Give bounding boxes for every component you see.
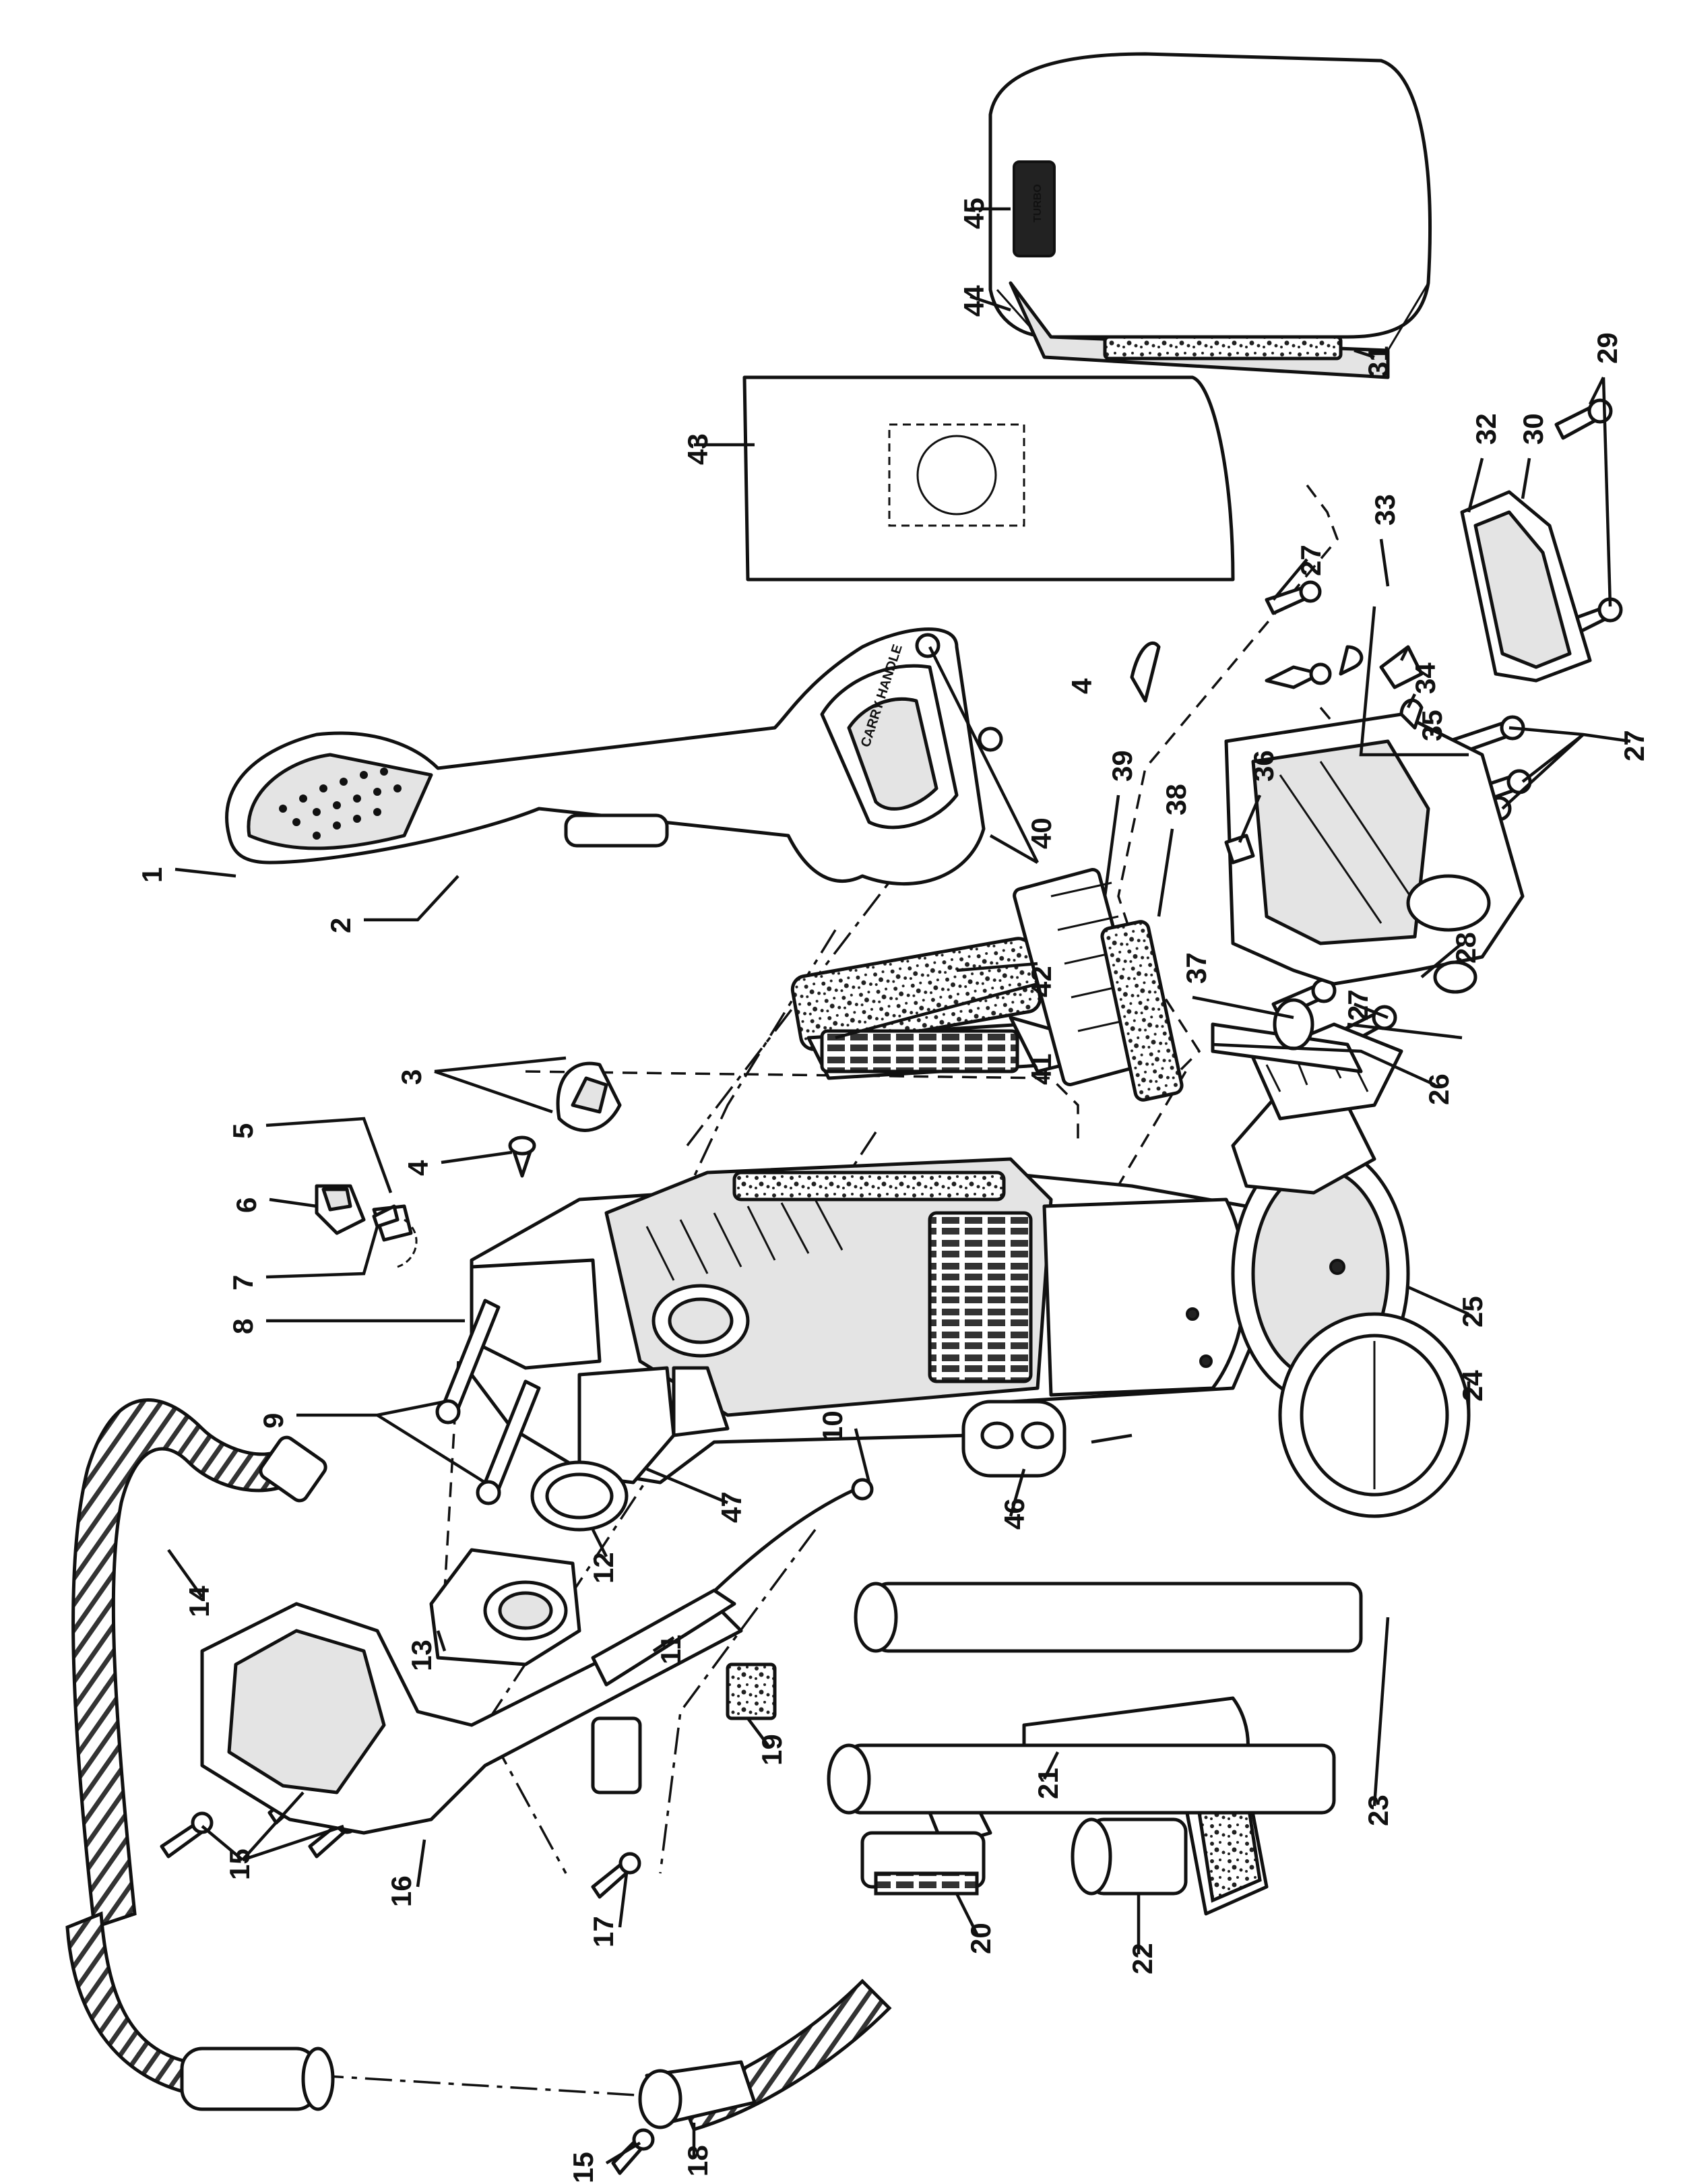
bumper-part xyxy=(1460,490,1592,683)
callout-46: 46 xyxy=(998,1498,1030,1530)
callout-18: 18 xyxy=(682,2145,713,2177)
callout-39: 39 xyxy=(1106,750,1138,782)
callout-45: 45 xyxy=(958,197,990,229)
callout-32: 32 xyxy=(1470,413,1502,445)
callout-10: 10 xyxy=(817,1410,848,1442)
callout-labels: 1 2 3 4 4 5 6 7 8 9 10 11 12 13 14 15 15… xyxy=(136,197,1650,2183)
cover-part: TURBO xyxy=(988,52,1432,379)
callout-35: 35 xyxy=(1416,710,1448,741)
callout-22: 22 xyxy=(1126,1943,1158,1974)
callout-15a: 15 xyxy=(224,1848,255,1880)
callout-34: 34 xyxy=(1409,662,1441,694)
callout-43: 43 xyxy=(682,433,713,465)
callout-3: 3 xyxy=(395,1069,427,1085)
callout-4a: 4 xyxy=(402,1160,434,1176)
callout-27a: 27 xyxy=(1295,544,1327,576)
nozzle-base-part xyxy=(1224,645,1525,994)
callout-8: 8 xyxy=(227,1319,259,1334)
body-ribs xyxy=(645,1199,844,1281)
bag-part xyxy=(742,375,1235,582)
callout-6: 6 xyxy=(230,1197,262,1213)
callout-17: 17 xyxy=(587,1916,619,1947)
callout-27b: 27 xyxy=(1618,730,1650,761)
callout-7: 7 xyxy=(227,1275,259,1290)
cover-badge: TURBO xyxy=(1032,184,1044,222)
attachment-parts xyxy=(638,1582,1363,2132)
main-body-part xyxy=(470,1157,1255,1485)
hose-part xyxy=(65,1398,335,2111)
callout-40: 40 xyxy=(1025,817,1057,849)
callout-14: 14 xyxy=(183,1586,215,1617)
callout-36: 36 xyxy=(1248,750,1279,782)
callout-38: 38 xyxy=(1160,784,1192,815)
leader-lines xyxy=(167,207,1631,2164)
callout-33: 33 xyxy=(1369,494,1401,526)
callout-2: 2 xyxy=(325,918,356,933)
callout-27c: 27 xyxy=(1342,989,1374,1021)
callout-15b: 15 xyxy=(567,2152,599,2183)
small-fittings xyxy=(429,1061,874,1666)
handle-part: CARRY HANDLE xyxy=(225,627,1003,886)
callout-23: 23 xyxy=(1362,1795,1394,1826)
callout-44: 44 xyxy=(958,285,990,317)
callout-16: 16 xyxy=(385,1875,417,1907)
callout-24: 24 xyxy=(1457,1370,1488,1402)
switch-parts xyxy=(315,1184,418,1268)
callout-12: 12 xyxy=(587,1552,619,1584)
callout-13: 13 xyxy=(406,1640,437,1671)
callout-26: 26 xyxy=(1423,1073,1455,1105)
handle-grip-dots xyxy=(279,768,402,840)
callout-19: 19 xyxy=(756,1734,788,1766)
callout-1: 1 xyxy=(136,867,168,883)
callout-28: 28 xyxy=(1450,932,1482,964)
callout-42: 42 xyxy=(1025,966,1057,997)
callout-9: 9 xyxy=(257,1413,289,1429)
callout-29: 29 xyxy=(1591,332,1623,364)
callout-47: 47 xyxy=(715,1491,747,1523)
callout-4b: 4 xyxy=(1066,678,1097,694)
callout-30: 30 xyxy=(1517,413,1549,445)
bottom-plate-part xyxy=(200,1588,743,1835)
callout-5: 5 xyxy=(227,1123,259,1139)
callout-31: 31 xyxy=(1362,346,1394,377)
callout-25: 25 xyxy=(1457,1296,1488,1328)
callout-21: 21 xyxy=(1032,1768,1064,1799)
callout-11: 11 xyxy=(655,1635,687,1664)
filter-parts xyxy=(726,868,1184,1720)
callout-41: 41 xyxy=(1025,1053,1057,1085)
callout-20: 20 xyxy=(965,1923,996,1954)
callout-37: 37 xyxy=(1180,952,1212,984)
